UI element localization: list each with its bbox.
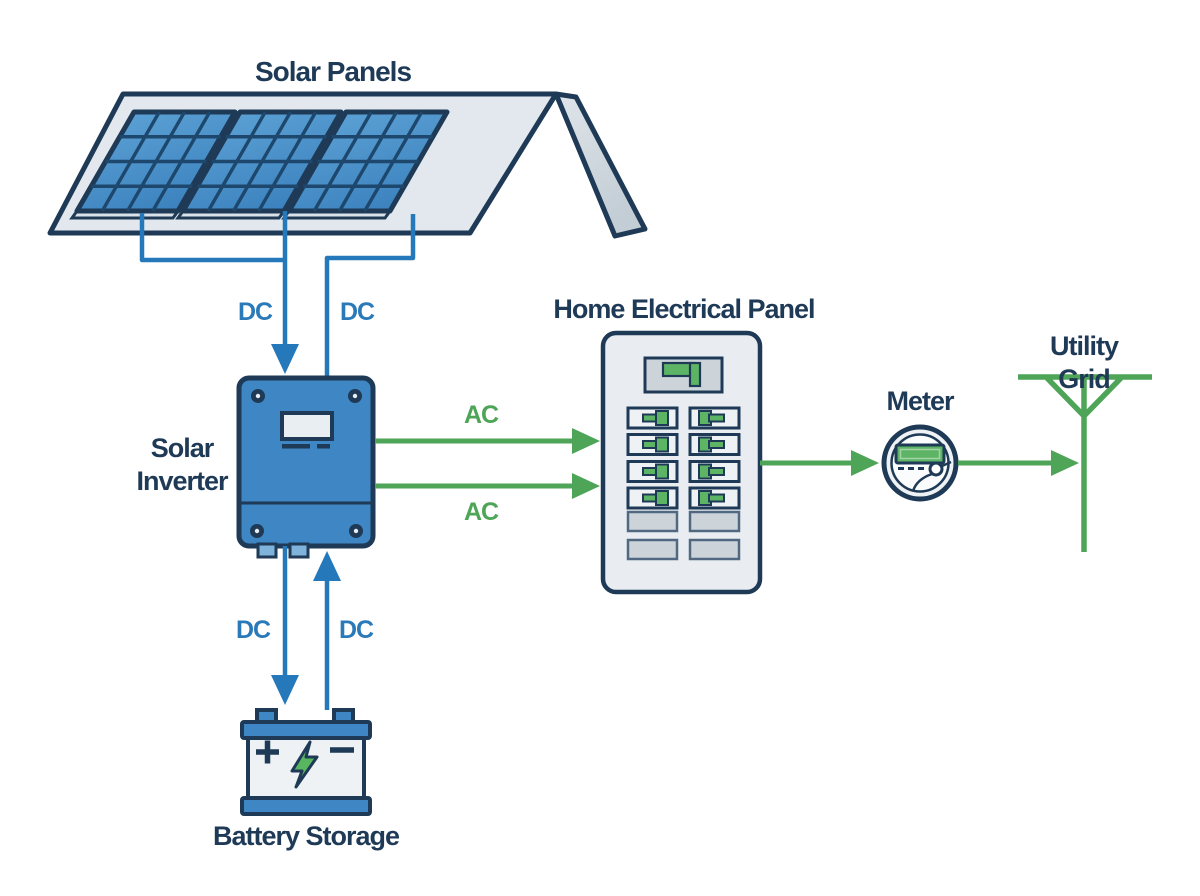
utility-grid-icon: [1018, 374, 1152, 552]
ac-arrow-meter-to-grid: [958, 450, 1079, 476]
dc-label-top-left: DC: [237, 298, 273, 326]
ac-label-bottom: AC: [463, 498, 499, 526]
ac-arrow-bottom: [375, 473, 600, 499]
dc-wire-left-panel: [139, 213, 283, 263]
meter-icon: [881, 424, 959, 502]
dc-label-bottom-left: DC: [235, 616, 271, 644]
battery-icon: [240, 708, 372, 816]
breaker-panel-icon: [600, 330, 763, 595]
solar-inverter-label: Solar Inverter: [136, 433, 228, 496]
dc-arrow-to-battery: [271, 546, 299, 705]
meter-label: Meter: [886, 386, 954, 416]
home-electrical-panel-label: Home Electrical Panel: [553, 294, 815, 324]
dc-arrow-battery-to-inverter: [313, 551, 341, 710]
dc-label-bottom-right: DC: [338, 616, 374, 644]
inverter-icon: [236, 375, 376, 559]
solar-panels-label: Solar Panels: [254, 56, 412, 87]
utility-grid-label: Utility Grid: [1049, 331, 1119, 394]
dc-wire-right-panel: [324, 214, 416, 378]
ac-arrow-panel-to-meter: [760, 450, 879, 476]
ac-arrow-top: [375, 428, 600, 454]
dc-arrow-to-inverter: [271, 211, 299, 374]
dc-label-top-right: DC: [339, 298, 375, 326]
battery-storage-label: Battery Storage: [212, 821, 400, 851]
ac-label-top: AC: [463, 401, 499, 429]
